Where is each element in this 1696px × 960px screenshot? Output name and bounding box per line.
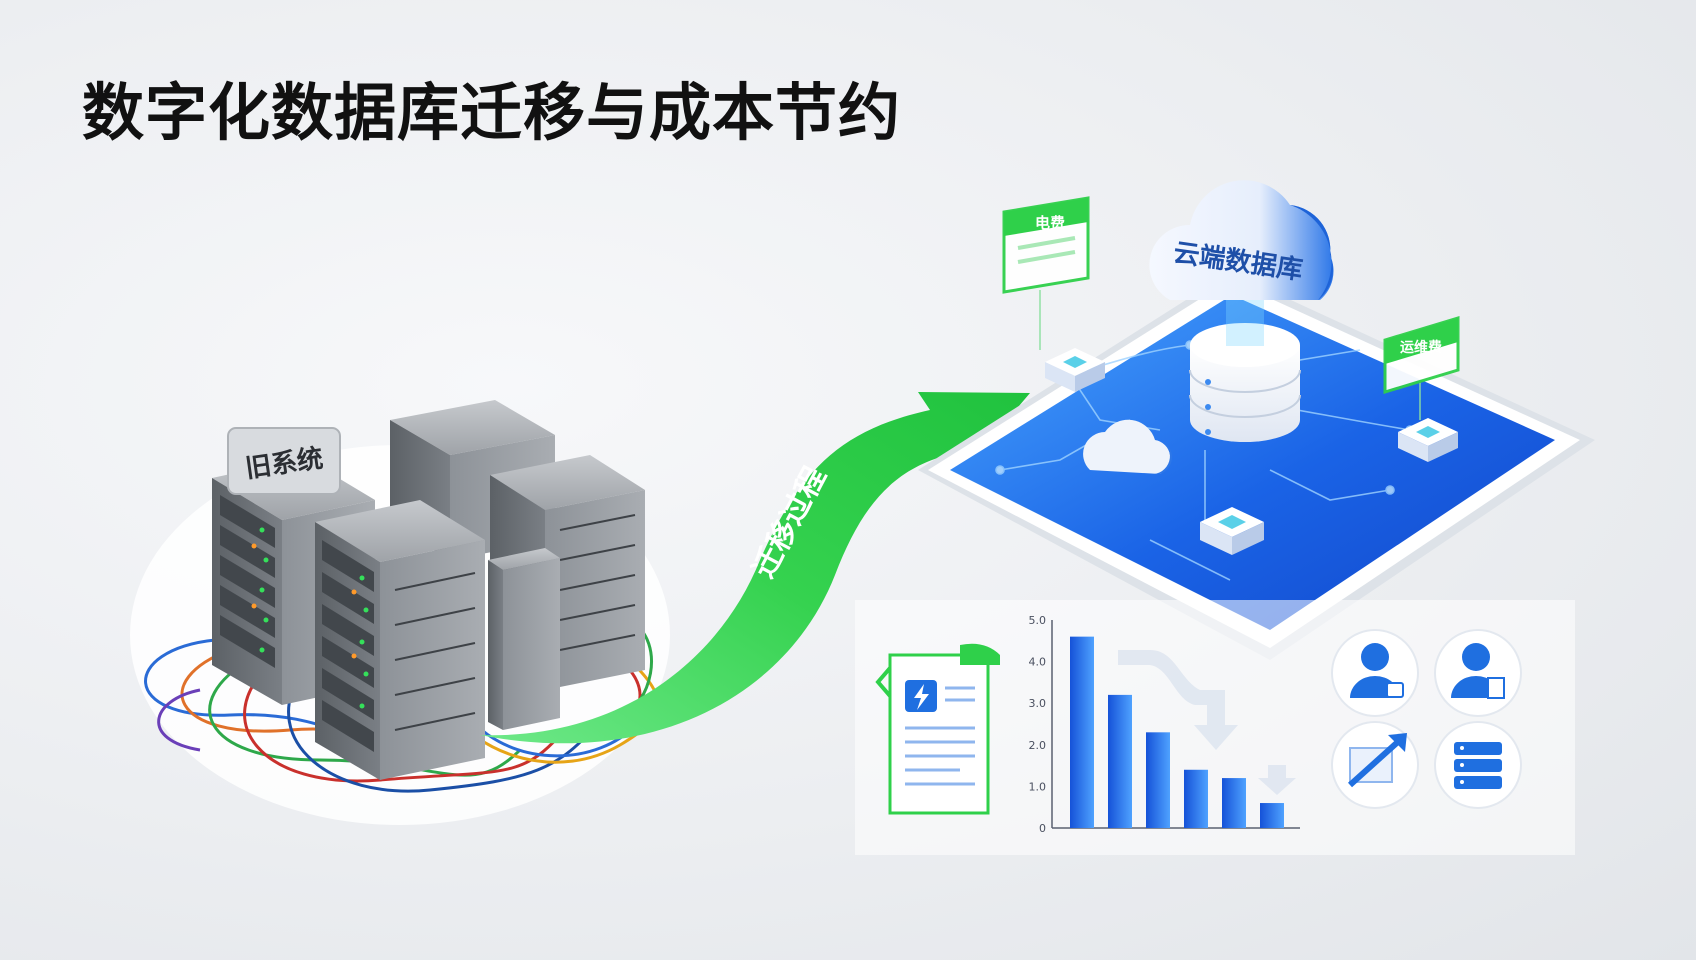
cost-savings-panel: 0 1.0 2.0 3.0 4.0 5.0 <box>855 600 1575 855</box>
user-doc-icon <box>1434 629 1522 717</box>
panel-left-label: 电费 <box>1035 214 1065 232</box>
legacy-servers: 旧系统 <box>130 400 670 825</box>
server-rack <box>315 500 485 780</box>
chart-bar <box>1184 769 1208 828</box>
invoice-energy-icon <box>875 643 1000 815</box>
y-tick-label: 2.0 <box>1029 739 1047 752</box>
y-tick-label: 3.0 <box>1029 697 1047 710</box>
node-cube <box>1045 348 1105 392</box>
cloud-database-icon: 云端数据库 <box>1149 180 1334 300</box>
electricity-panel: 电费 <box>1002 196 1090 350</box>
growth-chart-icon <box>1331 721 1419 809</box>
node-cube <box>1398 418 1458 462</box>
user-lock-icon <box>1331 629 1419 717</box>
y-tick-label: 5.0 <box>1029 614 1047 627</box>
chart-bar <box>1108 694 1132 828</box>
panel-right-label: 运维费 <box>1400 339 1442 356</box>
chart-decline-arrows <box>1118 650 1296 795</box>
central-server-stack <box>1189 300 1301 442</box>
small-cloud-icon <box>1083 419 1173 475</box>
y-tick-label: 4.0 <box>1029 656 1047 669</box>
y-tick-label: 1.0 <box>1029 780 1047 793</box>
chart-bar <box>1222 778 1246 828</box>
chart-bar <box>1070 636 1094 828</box>
chart-bar <box>1260 803 1284 828</box>
cloud-platform: 云端数据库 电费 运维费 <box>918 180 1595 660</box>
node-cube <box>1200 507 1264 555</box>
server-rack <box>488 548 560 730</box>
chart-bar <box>1146 732 1170 828</box>
page-title: 数字化数据库迁移与成本节约 <box>82 76 902 149</box>
maintenance-panel: 运维费 <box>1383 315 1460 420</box>
cost-bar-chart: 0 1.0 2.0 3.0 4.0 5.0 <box>1029 614 1300 835</box>
y-tick-label: 0 <box>1039 822 1046 835</box>
server-stack-icon <box>1434 721 1522 809</box>
legacy-label-tag: 旧系统 <box>227 427 341 495</box>
